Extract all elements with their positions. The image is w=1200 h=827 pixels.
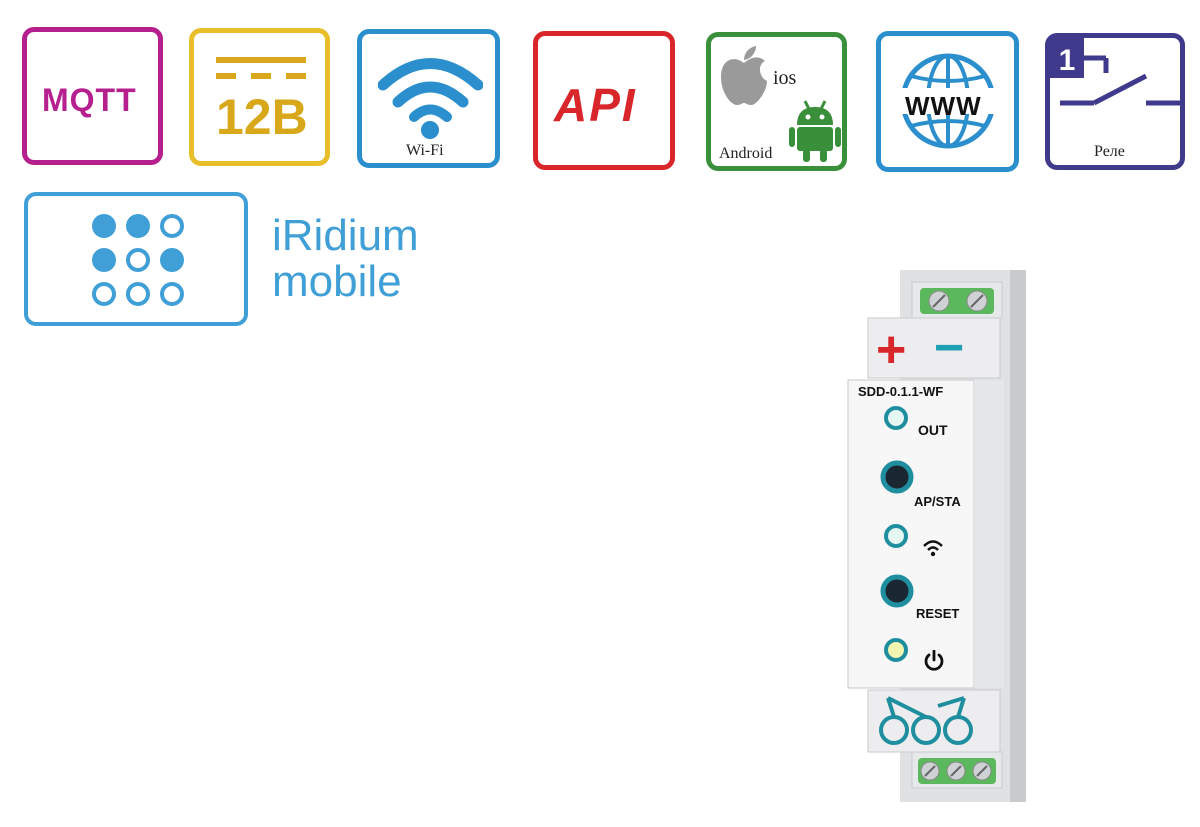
ap-sta-button[interactable] xyxy=(880,460,914,494)
apple-icon xyxy=(721,46,767,105)
wifi-small-icon xyxy=(923,540,943,557)
android-icon xyxy=(789,100,841,162)
power-led-icon xyxy=(884,638,908,662)
svg-text:1: 1 xyxy=(1059,44,1076,77)
iridium-title-line2: mobile xyxy=(272,257,402,306)
wifi-badge: Wi-Fi xyxy=(357,29,500,168)
wifi-icon xyxy=(378,58,483,139)
relay-label: Реле xyxy=(1094,143,1125,160)
www-label: WWW xyxy=(905,91,982,121)
www-badge: WWW xyxy=(876,31,1019,172)
reset-button[interactable] xyxy=(880,574,914,608)
reset-label: RESET xyxy=(916,606,960,621)
api-label: API xyxy=(554,79,637,131)
relay-badge: 1 Реле xyxy=(1045,33,1185,170)
ios-label: ios xyxy=(773,67,797,89)
android-label: Android xyxy=(719,145,773,162)
mqtt-label: MQTT xyxy=(42,82,137,118)
minus-symbol: − xyxy=(934,319,965,377)
dc-symbol-icon xyxy=(216,57,306,79)
wifi-label: Wi-Fi xyxy=(406,142,444,159)
power-icon xyxy=(924,650,944,671)
device-model: SDD-0.1.1-WF xyxy=(858,384,944,399)
plus-symbol: + xyxy=(876,321,907,379)
globe-icon xyxy=(899,53,997,149)
voltage-label: 12В xyxy=(216,89,308,145)
voltage-badge: 12В xyxy=(189,28,330,166)
api-badge: API xyxy=(533,31,675,170)
out-label: OUT xyxy=(918,422,948,438)
mobile-os-badge: ios Android xyxy=(706,32,847,171)
iridium-dots-icon xyxy=(92,214,184,306)
iridium-title-line1: iRidium xyxy=(272,211,419,260)
wifi-led-icon xyxy=(884,524,908,548)
iridium-badge xyxy=(24,192,248,326)
din-rail-device: + − SDD-0.1.1-WF OUT AP/STA RESET xyxy=(840,268,1030,808)
relay-contacts-icon xyxy=(879,696,973,745)
ap-sta-label: AP/STA xyxy=(914,494,961,509)
relay-switch-icon: 1 xyxy=(1050,38,1180,106)
mqtt-badge: MQTT xyxy=(22,27,163,165)
out-led-icon xyxy=(884,406,908,430)
